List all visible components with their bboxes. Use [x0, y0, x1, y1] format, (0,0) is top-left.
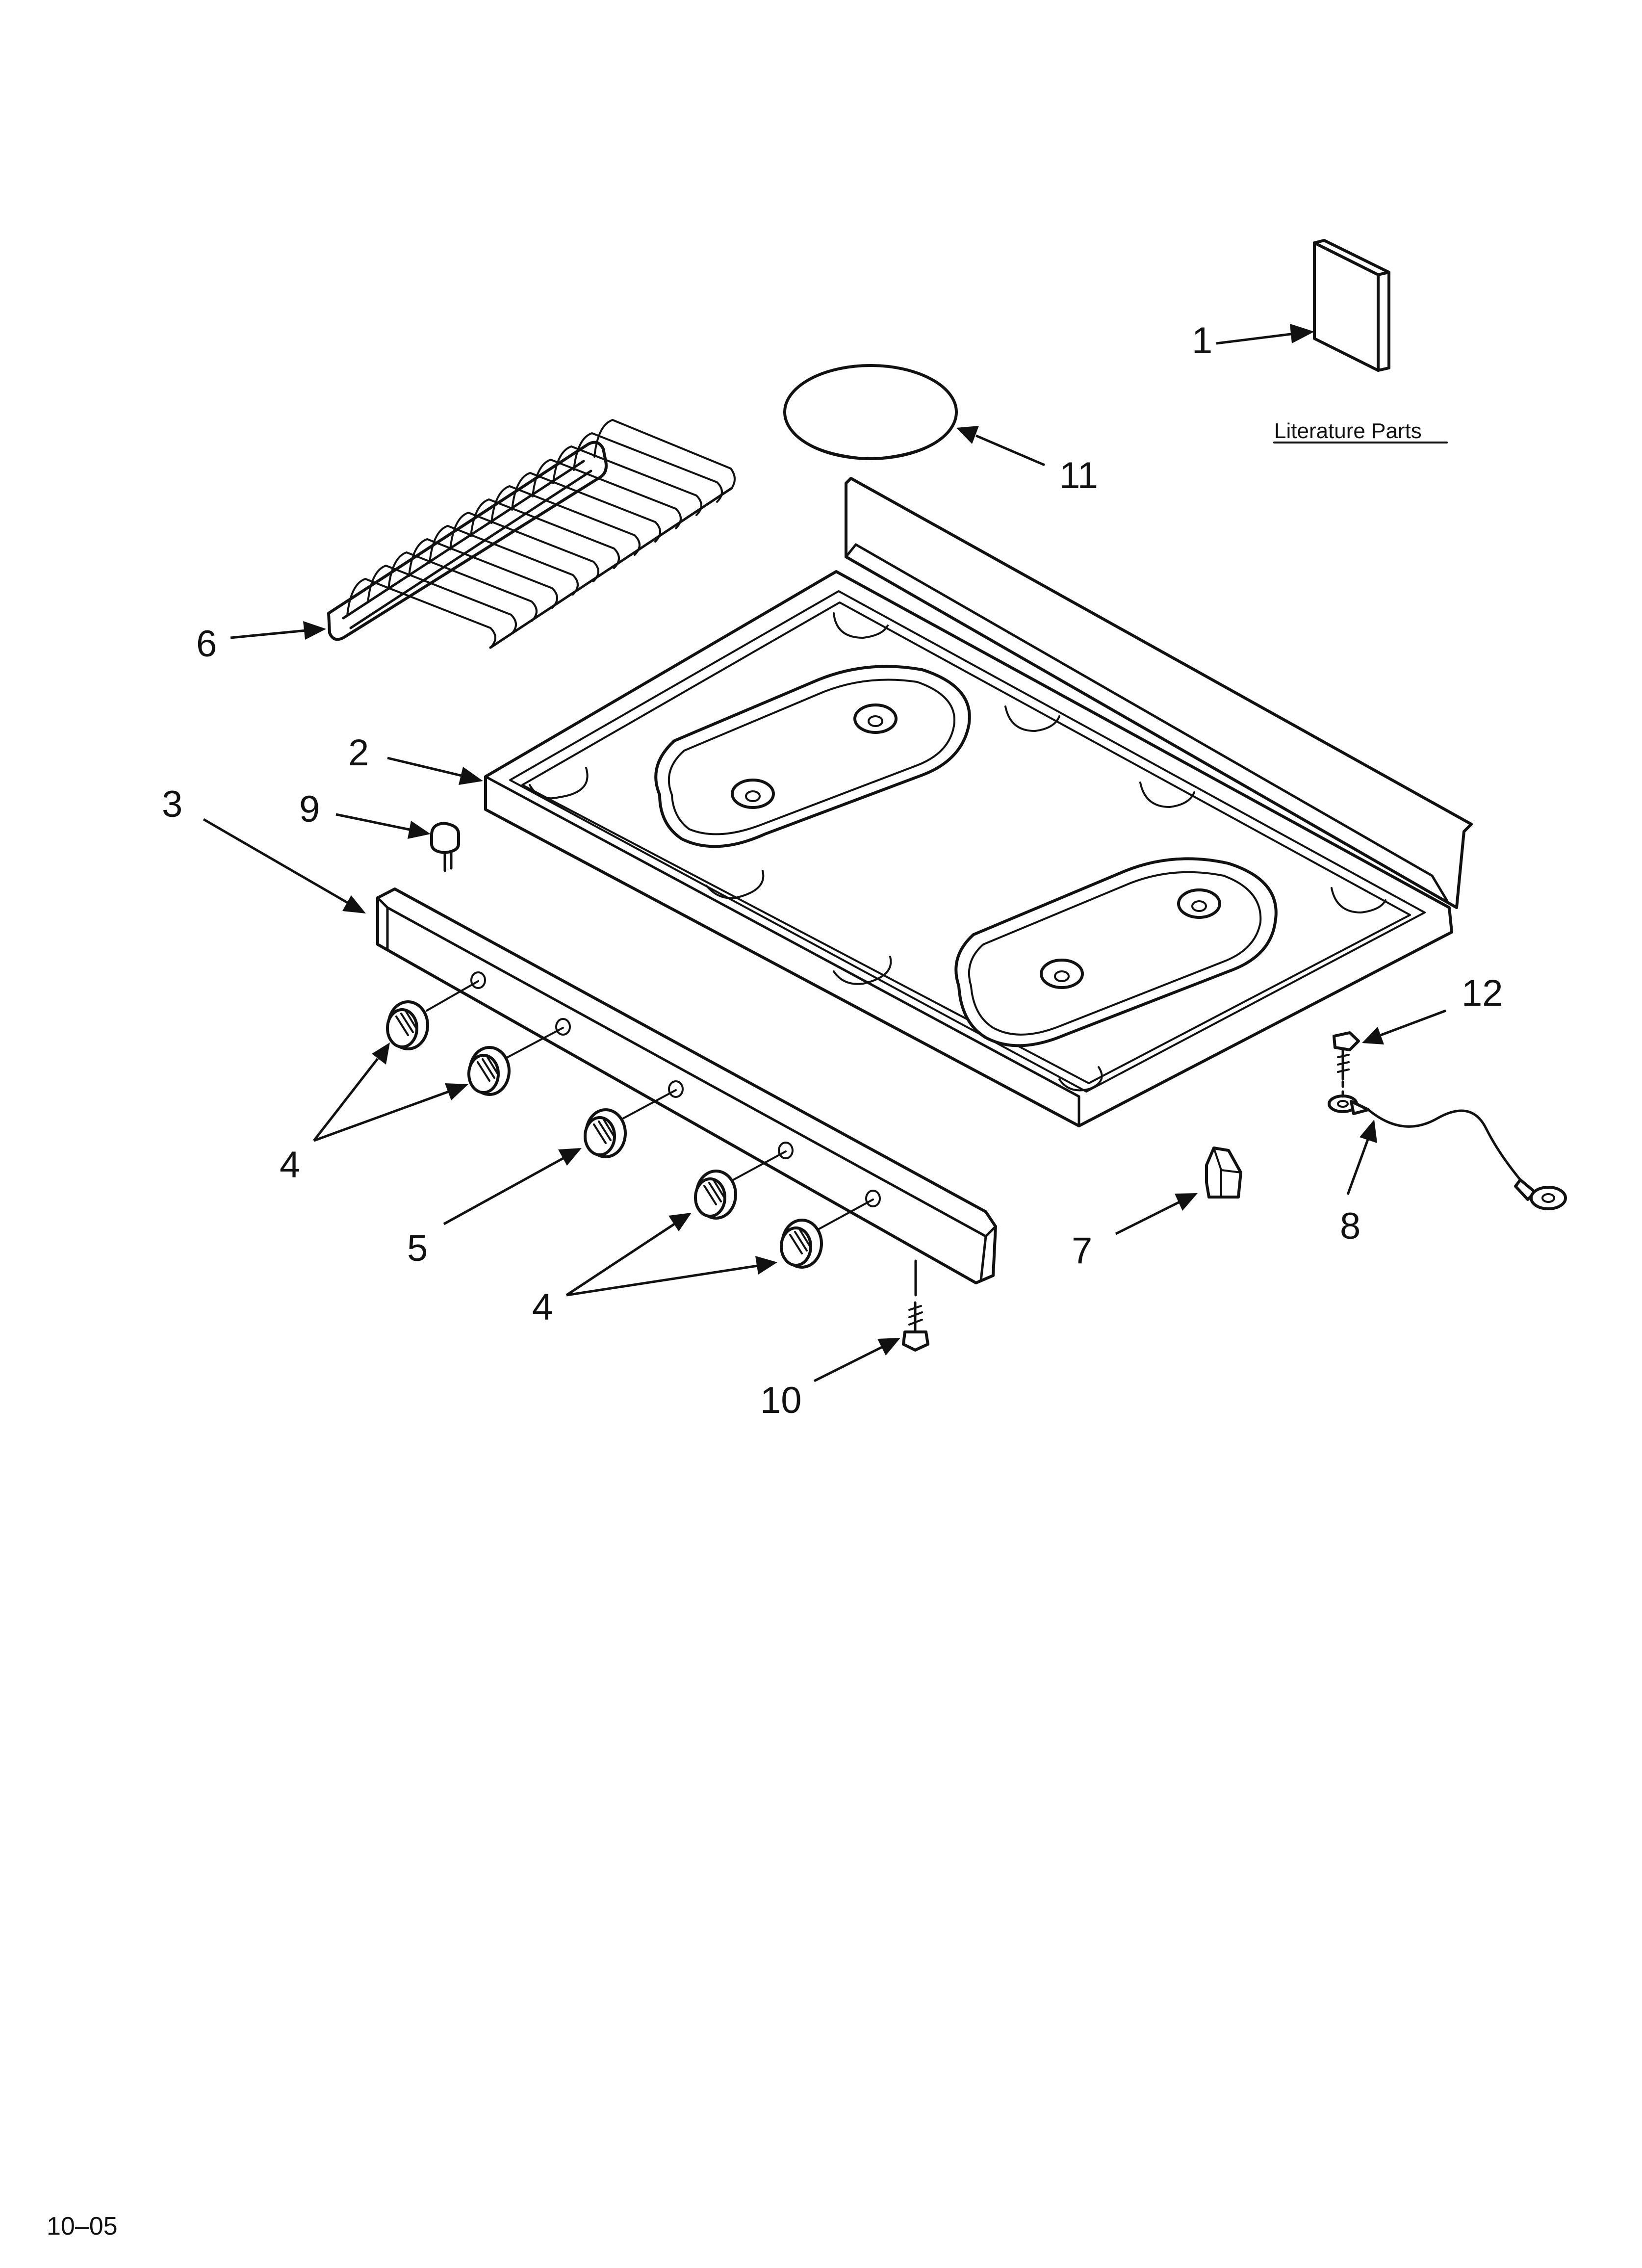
callout-9: 9 — [299, 788, 320, 830]
screw-9 — [430, 822, 460, 872]
callout-10: 10 — [760, 1380, 802, 1421]
knob-3 — [584, 1089, 677, 1158]
callout-8: 8 — [1340, 1205, 1360, 1247]
knob-2 — [467, 1027, 564, 1096]
ground-wire-8 — [1328, 1080, 1567, 1210]
callout-2: 2 — [348, 732, 369, 774]
callout-1-leader — [1216, 324, 1314, 345]
callout-12: 12 — [1462, 972, 1503, 1014]
callout-11: 11 — [1059, 455, 1098, 496]
callout-12-leader — [1362, 1009, 1446, 1044]
callout-4-lower: 4 — [532, 1286, 553, 1328]
knob-1 — [386, 980, 479, 1050]
callout-9-leader — [335, 813, 431, 839]
callout-5-leader — [443, 1148, 582, 1225]
callout-6: 6 — [196, 623, 217, 665]
callout-1: 1 — [1192, 320, 1212, 362]
callout-6-leader — [230, 621, 326, 640]
callout-4-upper: 4 — [280, 1144, 300, 1186]
callout-8-leader — [1346, 1120, 1377, 1195]
wire-grate — [327, 419, 736, 649]
callout-7: 7 — [1072, 1230, 1092, 1272]
callout-3: 3 — [162, 783, 182, 825]
footer-code: 10–05 — [47, 2212, 118, 2241]
callout-2-leader — [387, 756, 483, 785]
burner-cap — [783, 364, 958, 460]
callout-7-leader — [1115, 1193, 1198, 1235]
screw-10 — [902, 1301, 929, 1352]
callout-4b-leaders — [565, 1213, 777, 1297]
control-panel-strip — [376, 887, 997, 1297]
callout-3-leader — [203, 818, 366, 913]
literature-booklet — [1313, 239, 1390, 372]
knob-5 — [780, 1199, 874, 1269]
knob-4 — [694, 1150, 787, 1220]
cooktop-main-top — [484, 477, 1473, 1127]
callout-10-leader — [813, 1338, 900, 1382]
clip-7 — [1205, 1147, 1242, 1199]
callout-4a-leaders — [313, 1043, 468, 1142]
bolt-12 — [1333, 1031, 1360, 1081]
callout-11-leader — [956, 426, 1045, 467]
callout-5: 5 — [407, 1227, 428, 1269]
literature-parts-label: Literature Parts — [1274, 419, 1422, 443]
